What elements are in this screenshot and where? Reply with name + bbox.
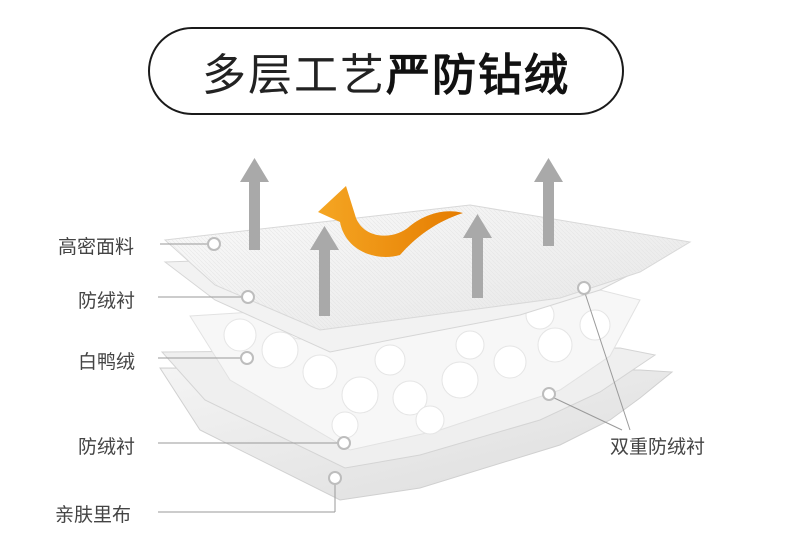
label-double-liner: 双重防绒衬 [610,436,706,458]
label-liner-bottom: 防绒衬 [78,436,136,458]
marker-double-2 [542,387,556,401]
headline-pill: 多层工艺严防钻绒 [148,27,624,115]
arrow-up-2 [310,226,339,316]
marker-down [240,351,254,365]
label-liner-top: 防绒衬 [78,290,136,312]
headline-bold: 严防钻绒 [386,50,570,101]
orange-curve-arrow [318,186,463,257]
marker-liner-top [241,290,255,304]
marker-liner-bottom [337,436,351,450]
arrow-up-1 [240,158,269,250]
arrow-up-3 [463,214,492,298]
label-fabric: 高密面料 [58,236,135,258]
marker-lining [328,471,342,485]
label-down: 白鸭绒 [78,351,136,373]
headline-light: 多层工艺 [202,50,386,101]
marker-double-1 [577,281,591,295]
marker-fabric [207,237,221,251]
label-lining: 亲肤里布 [55,504,132,526]
airflow-arrows [240,158,563,316]
arrow-up-4 [534,158,563,246]
